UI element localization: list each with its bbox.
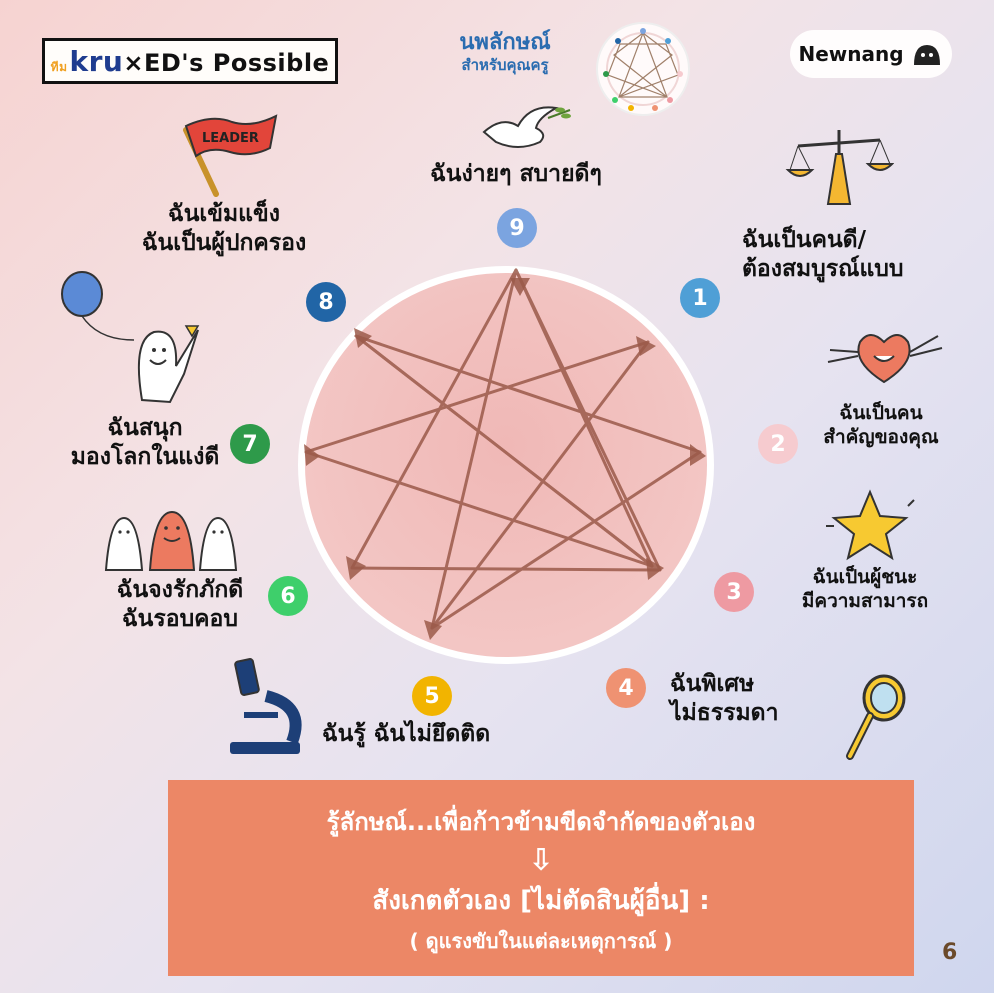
down-arrow-icon: ⇩ bbox=[528, 843, 554, 878]
type-4-line1: ฉันพิเศษ bbox=[670, 671, 755, 697]
badge-6: 6 bbox=[268, 576, 308, 616]
badge-4-number: 4 bbox=[618, 675, 634, 701]
logo-box: ทีมkru×ED's Possible bbox=[42, 38, 338, 84]
type-8-line1: ฉันเข้มแข็ง bbox=[168, 201, 280, 227]
dove-icon bbox=[482, 106, 571, 148]
type-8-label: ฉันเข้มแข็ง ฉันเป็นผู้ปกครอง bbox=[124, 200, 324, 258]
heart-icon bbox=[827, 334, 943, 384]
balloon-icon bbox=[61, 271, 200, 404]
type-2-line2: สำคัญของคุณ bbox=[823, 425, 939, 448]
type-7-line2: มองโลกในแง่ดี bbox=[70, 443, 220, 470]
badge-6-number: 6 bbox=[280, 583, 296, 609]
type-4-label: ฉันพิเศษ ไม่ธรรมดา bbox=[670, 670, 779, 728]
type-5-line1: ฉันรู้ ฉันไม่ยึดติด bbox=[322, 721, 491, 747]
leader-flag-icon: LEADER bbox=[183, 114, 278, 197]
badge-9-number: 9 bbox=[509, 215, 525, 241]
newnang-text: Newnang bbox=[798, 42, 904, 66]
type-9-label: ฉันง่ายๆ สบายดีๆ bbox=[416, 160, 616, 189]
type-1-line1: ฉันเป็นคนดี/ bbox=[742, 227, 867, 253]
people-icon bbox=[104, 510, 238, 571]
badge-1: 1 bbox=[680, 278, 720, 318]
summary-banner: รู้ลักษณ์...เพื่อก้าวข้ามขีดจำกัดของตัวเ… bbox=[168, 780, 914, 976]
logo-rest: ×ED's Possible bbox=[123, 48, 330, 77]
banner-line1: รู้ลักษณ์...เพื่อก้าวข้ามขีดจำกัดของตัวเ… bbox=[326, 808, 756, 836]
enneagram-circle bbox=[298, 266, 714, 664]
type-1-label: ฉันเป็นคนดี/ ต้องสมบูรณ์แบบ bbox=[742, 226, 904, 284]
type-6-label: ฉันจงรักภักดี ฉันรอบคอบ bbox=[100, 576, 260, 634]
page-number: 6 bbox=[942, 940, 958, 965]
badge-7: 7 bbox=[230, 424, 270, 464]
type-3-line1: ฉันเป็นผู้ชนะ bbox=[812, 566, 918, 588]
star-icon bbox=[826, 489, 915, 561]
type-2-line1: ฉันเป็นคน bbox=[839, 402, 923, 424]
badge-3: 3 bbox=[714, 572, 754, 612]
logo-kru: kru bbox=[69, 44, 124, 78]
badge-8-number: 8 bbox=[318, 289, 334, 315]
badge-2-number: 2 bbox=[770, 431, 786, 457]
scales-icon bbox=[785, 130, 894, 205]
mirror-icon bbox=[846, 674, 906, 760]
title-line1: นพลักษณ์ bbox=[459, 30, 551, 55]
type-9-line1: ฉันง่ายๆ สบายดีๆ bbox=[430, 161, 602, 187]
banner-line2: สังเกตตัวเอง [ไม่ตัดสินผู้อื่น] : bbox=[372, 886, 710, 916]
badge-9: 9 bbox=[497, 208, 537, 248]
badge-1-number: 1 bbox=[692, 285, 708, 311]
type-3-line2: มีความสามารถ bbox=[801, 589, 929, 612]
mini-enneagram-icon bbox=[596, 22, 690, 116]
badge-2: 2 bbox=[758, 424, 798, 464]
banner-line3: ( ดูแรงขับในแต่ละเหตุการณ์ ) bbox=[409, 929, 673, 953]
type-1-line2: ต้องสมบูรณ์แบบ bbox=[742, 255, 904, 282]
leader-flag-text: LEADER bbox=[202, 131, 259, 146]
badge-8: 8 bbox=[306, 282, 346, 322]
logo-prefix: ทีม bbox=[50, 59, 68, 74]
badge-4: 4 bbox=[606, 668, 646, 708]
type-5-label: ฉันรู้ ฉันไม่ยึดติด bbox=[322, 720, 490, 749]
type-7-label: ฉันสนุก มองโลกในแง่ดี bbox=[60, 414, 230, 472]
badge-5: 5 bbox=[412, 676, 452, 716]
type-4-line2: ไม่ธรรมดา bbox=[670, 699, 779, 726]
badge-3-number: 3 bbox=[726, 579, 742, 605]
type-7-line1: ฉันสนุก bbox=[107, 415, 183, 441]
logo-text: ทีมkru×ED's Possible bbox=[51, 45, 330, 78]
type-6-line1: ฉันจงรักภักดี bbox=[116, 577, 244, 603]
newnang-logo: Newnang bbox=[790, 30, 952, 78]
type-2-label: ฉันเป็นคน สำคัญของคุณ bbox=[806, 402, 956, 450]
microscope-icon bbox=[230, 658, 302, 754]
type-3-label: ฉันเป็นผู้ชนะ มีความสามารถ bbox=[770, 566, 960, 614]
newnang-mascot-icon bbox=[913, 45, 940, 65]
page-title: นพลักษณ์ สำหรับคุณครู bbox=[440, 30, 570, 74]
badge-5-number: 5 bbox=[424, 683, 440, 709]
type-6-line2: ฉันรอบคอบ bbox=[122, 605, 238, 632]
badge-7-number: 7 bbox=[242, 431, 258, 457]
title-line2: สำหรับคุณครู bbox=[461, 56, 549, 75]
type-8-line2: ฉันเป็นผู้ปกครอง bbox=[141, 229, 307, 256]
